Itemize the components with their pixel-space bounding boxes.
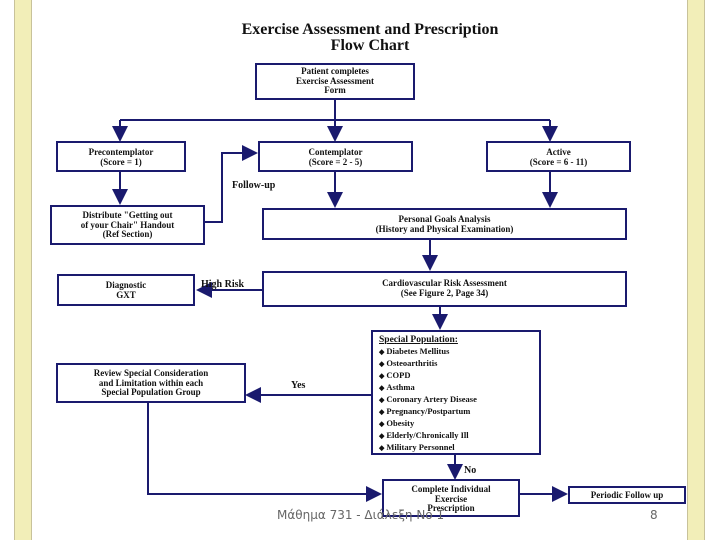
special-population-title: Special Population: — [379, 335, 458, 345]
special-population-item: COPD — [379, 370, 533, 382]
box-text: Exercise Assessment — [295, 75, 375, 86]
special-population-item: Osteoarthritis — [379, 358, 533, 370]
box-text: Form — [324, 85, 346, 95]
box-diagnostic-gxt: Diagnostic GXT — [57, 274, 195, 306]
label-high-risk: High Risk — [201, 279, 245, 290]
special-population-item: Obesity — [379, 418, 533, 430]
label-no: No — [464, 465, 477, 476]
box-text: Cardiovascular Risk Assessment — [382, 278, 507, 288]
box-text: Patient completes — [301, 66, 369, 76]
box-text: Special Population Group — [101, 387, 201, 397]
box-text: Distribute "Getting out — [82, 210, 173, 220]
connector-follow-up — [205, 145, 258, 223]
footer-lecture: Μάθημα 731 - Διάλεξη Νο 1 — [277, 508, 445, 522]
chart-title-line2: Flow Chart — [330, 37, 410, 54]
box-special-population: Special Population: Diabetes Mellitus Os… — [371, 330, 541, 455]
box-complete-prescription: Complete Individual Exercise Prescriptio… — [382, 479, 520, 517]
footer-page-number: 8 — [650, 508, 658, 522]
box-text: Precontemplator — [88, 147, 154, 157]
box-cardiovascular-risk: Cardiovascular Risk Assessment (See Figu… — [262, 271, 627, 307]
box-text: (History and Physical Examination) — [375, 223, 514, 234]
box-patient-completes: Patient completes Exercise Assessment Fo… — [255, 63, 415, 100]
box-text: Personal Goals Analysis — [398, 214, 491, 224]
box-text: Review Special Consideration — [93, 368, 209, 378]
special-population-item: Coronary Artery Disease — [379, 394, 533, 406]
label-yes: Yes — [291, 380, 306, 391]
box-periodic-follow-up: Periodic Follow up — [568, 486, 686, 504]
box-text: of your Chair" Handout — [80, 219, 175, 230]
right-decorative-bar — [687, 0, 705, 540]
box-precontemplator: Precontemplator (Score = 1) — [56, 141, 186, 172]
box-text: Complete Individual — [411, 484, 491, 494]
box-text: and Limitation within each — [98, 377, 204, 388]
left-decorative-bar — [14, 0, 32, 540]
connector-review-complete — [147, 402, 382, 502]
box-text: Diagnostic — [105, 280, 147, 290]
box-text: GXT — [116, 289, 136, 300]
box-text: Contemplator — [308, 147, 363, 157]
special-population-item: Diabetes Mellitus — [379, 346, 533, 358]
box-contemplator: Contemplator (Score = 2 - 5) — [258, 141, 413, 172]
special-population-item: Elderly/Chronically Ill — [379, 430, 533, 442]
box-active: Active (Score = 6 - 11) — [486, 141, 631, 172]
label-follow-up: Follow-up — [232, 180, 276, 191]
box-review-special: Review Special Consideration and Limitat… — [56, 363, 246, 403]
chart-title-line1: Exercise Assessment and Prescription — [241, 21, 499, 38]
box-text: (Score = 1) — [100, 156, 142, 167]
box-text: (See Figure 2, Page 34) — [400, 287, 489, 298]
box-text: (Ref Section) — [102, 229, 153, 239]
box-text: Active — [546, 147, 571, 157]
box-distribute-handout: Distribute "Getting out of your Chair" H… — [50, 205, 205, 245]
box-personal-goals: Personal Goals Analysis (History and Phy… — [262, 208, 627, 240]
box-text: (Score = 6 - 11) — [529, 156, 588, 167]
special-population-item: Asthma — [379, 382, 533, 394]
box-text: Prescription — [427, 503, 475, 513]
box-text: (Score = 2 - 5) — [308, 156, 363, 167]
special-population-item: Pregnancy/Postpartum — [379, 406, 533, 418]
special-population-item: Military Personnel — [379, 442, 533, 454]
box-text: Periodic Follow up — [590, 490, 664, 500]
box-text: Exercise — [434, 493, 468, 504]
